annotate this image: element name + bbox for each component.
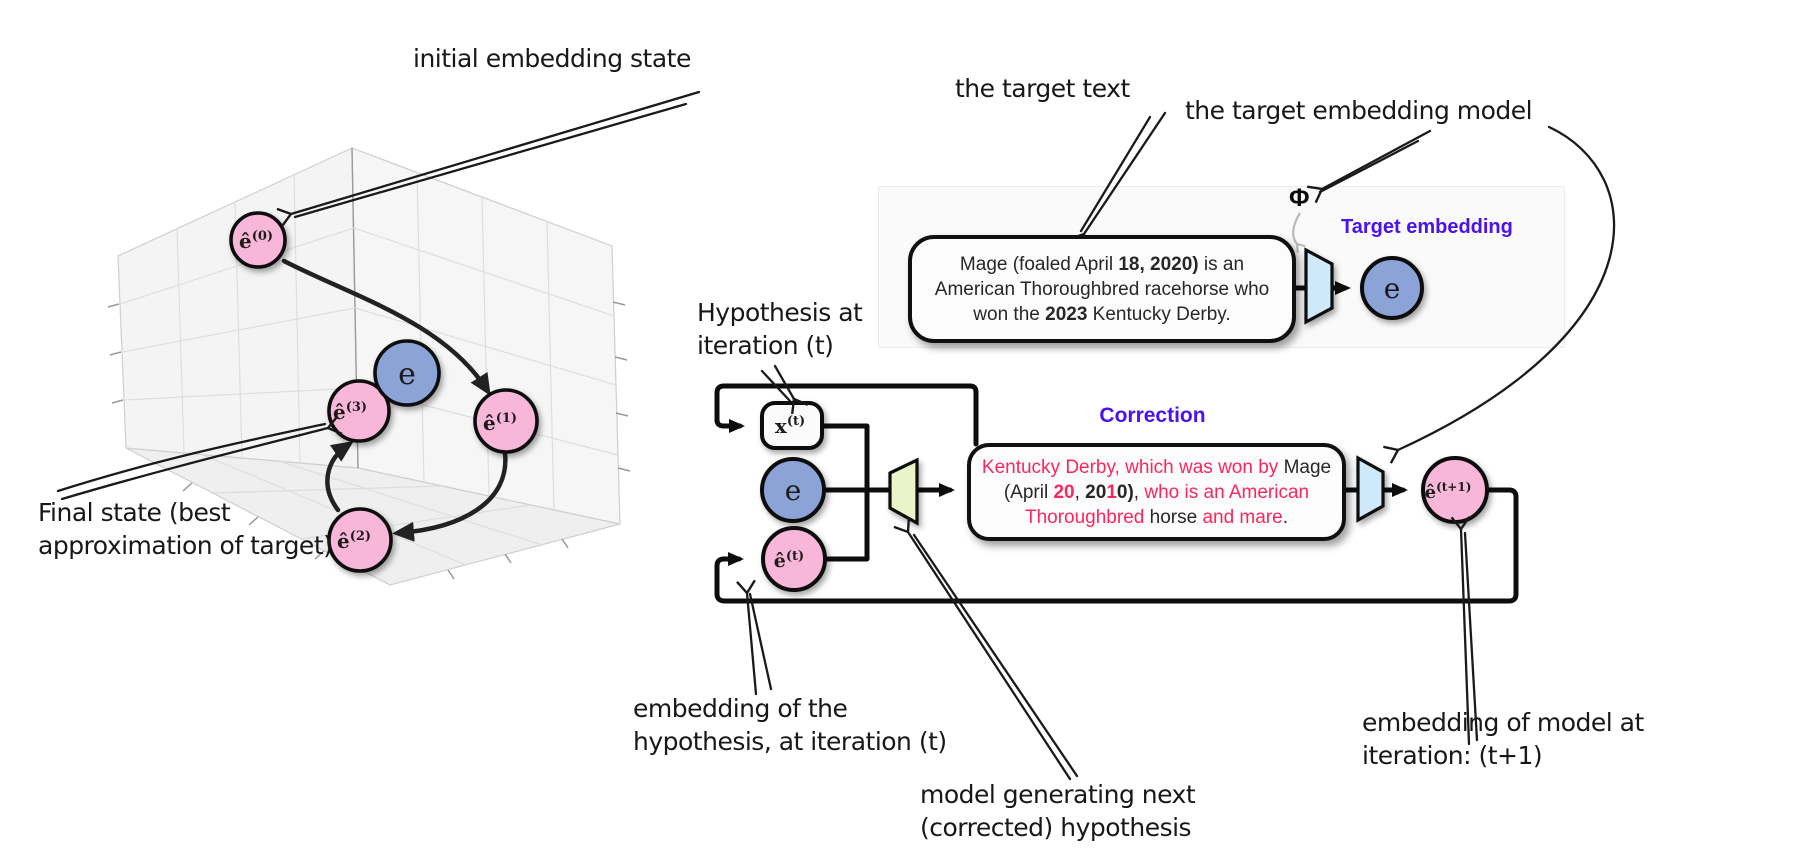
node-e-hat-2 <box>327 507 393 573</box>
target-embedding-heading: Target embedding <box>1341 216 1513 238</box>
encoder-trapezoid-phi <box>1304 247 1334 325</box>
annotation-target-model: the target embedding model <box>1185 96 1533 125</box>
arrow-final-state <box>60 415 343 501</box>
annotation-embedding-model: embedding of model at iteration: (t+1) <box>1362 706 1644 772</box>
correction-heading: Correction <box>1099 404 1206 427</box>
node-target-e-3d <box>373 339 441 407</box>
phi-symbol: Φ <box>1289 184 1310 212</box>
encoder-trapezoid-blue <box>1356 455 1385 523</box>
annotation-initial-embedding: initial embedding state <box>413 44 691 73</box>
arrow-e0-to-e1 <box>281 258 491 396</box>
node-e-hat-3 <box>327 379 391 443</box>
annotation-embedding-hypothesis-line1: embedding of the <box>633 694 848 723</box>
label-target-e-3d: e <box>398 357 416 392</box>
annotation-final-state-line2: approximation of target) <box>38 531 333 560</box>
correction-line1: Kentucky Derby, which was won by Mage <box>981 456 1332 478</box>
label-e-hat-2: ê(2) <box>337 529 371 553</box>
annotation-final-state: Final state (best approximation of targe… <box>38 496 333 562</box>
target-text-line3: won the 2023 Kentucky Derby. <box>973 303 1231 325</box>
node-target-embedding <box>1360 256 1424 320</box>
arrow-target-model-to-encoder <box>1383 125 1616 464</box>
annotation-model-generating: model generating next (corrected) hypoth… <box>920 778 1196 844</box>
trajectory-arrows <box>281 258 508 542</box>
label-e-hat-t: ê(t) <box>774 549 804 572</box>
label-e-flow: e <box>785 474 802 507</box>
arrow-embedding-hypothesis <box>736 579 758 696</box>
annotation-hypothesis-line2: iteration (t) <box>697 331 834 360</box>
correction-line2: (April 20, 2010), who is an American <box>1003 481 1310 503</box>
label-x-t: x(t) <box>775 414 805 438</box>
annotation-embedding-hypothesis-line2: hypothesis, at iteration (t) <box>633 727 947 756</box>
arrow-hypothesis <box>773 364 809 415</box>
embedding-3d-plot: ê(0) ê(3) e ê(1) ê(2) <box>107 147 631 586</box>
node-e-hat-t <box>761 526 827 592</box>
input-bus-lines <box>819 423 893 562</box>
annotation-target-text: the target text <box>955 74 1130 103</box>
annotation-model-generating-line2: (corrected) hypothesis <box>920 813 1192 842</box>
target-text-line1: Mage (foaled April 18, 2020) is an <box>959 253 1245 275</box>
arrow-target-text <box>1069 111 1167 250</box>
node-target-e-flow <box>760 457 826 523</box>
arrow-model-generating <box>893 516 1072 781</box>
correction-flow <box>714 383 1519 604</box>
label-e-hat-1: ê(1) <box>483 411 517 435</box>
phi-pointer-arrow <box>1292 212 1306 253</box>
label-target-embedding-e: e <box>1384 272 1401 305</box>
arrow-e1-to-e2 <box>392 450 508 542</box>
annotation-embedding-model-line2: iteration: (t+1) <box>1362 741 1543 770</box>
arrow-target-model-to-phi <box>1306 129 1432 204</box>
annotation-arrows <box>56 90 1616 781</box>
feedback-loop-hypothesis <box>714 383 979 447</box>
feedback-loop-embedding <box>714 487 1519 604</box>
annotation-final-state-line1: Final state (best <box>38 498 231 527</box>
node-e-hat-0 <box>229 211 287 269</box>
annotation-embedding-hypothesis: embedding of the hypothesis, at iteratio… <box>633 692 947 758</box>
annotation-hypothesis: Hypothesis at iteration (t) <box>697 296 863 362</box>
annotation-hypothesis-line1: Hypothesis at <box>697 298 863 327</box>
plot-axis-ticks <box>107 301 631 580</box>
decoder-trapezoid-green <box>888 457 919 526</box>
node-e-hat-1 <box>473 388 539 454</box>
label-e-hat-t1: ê(t+1) <box>1425 480 1472 503</box>
annotation-model-generating-line1: model generating next <box>920 780 1196 809</box>
target-embedding-flow: e <box>1288 212 1424 325</box>
target-text-box: Mage (foaled April 18, 2020) is an Ameri… <box>908 235 1296 343</box>
arrow-initial-embedding <box>276 90 701 227</box>
annotation-embedding-model-line1: embedding of model at <box>1362 708 1644 737</box>
label-e-hat-0: ê(0) <box>239 229 273 253</box>
arrow-embedding-model <box>1450 515 1471 746</box>
arrow-e2-to-e3 <box>325 441 354 513</box>
correction-line3: Thoroughbred horse and mare. <box>1024 506 1288 528</box>
correction-text-box: Kentucky Derby, which was won by Mage (A… <box>967 443 1346 541</box>
target-text-line2: American Thoroughbred racehorse who <box>934 278 1270 300</box>
